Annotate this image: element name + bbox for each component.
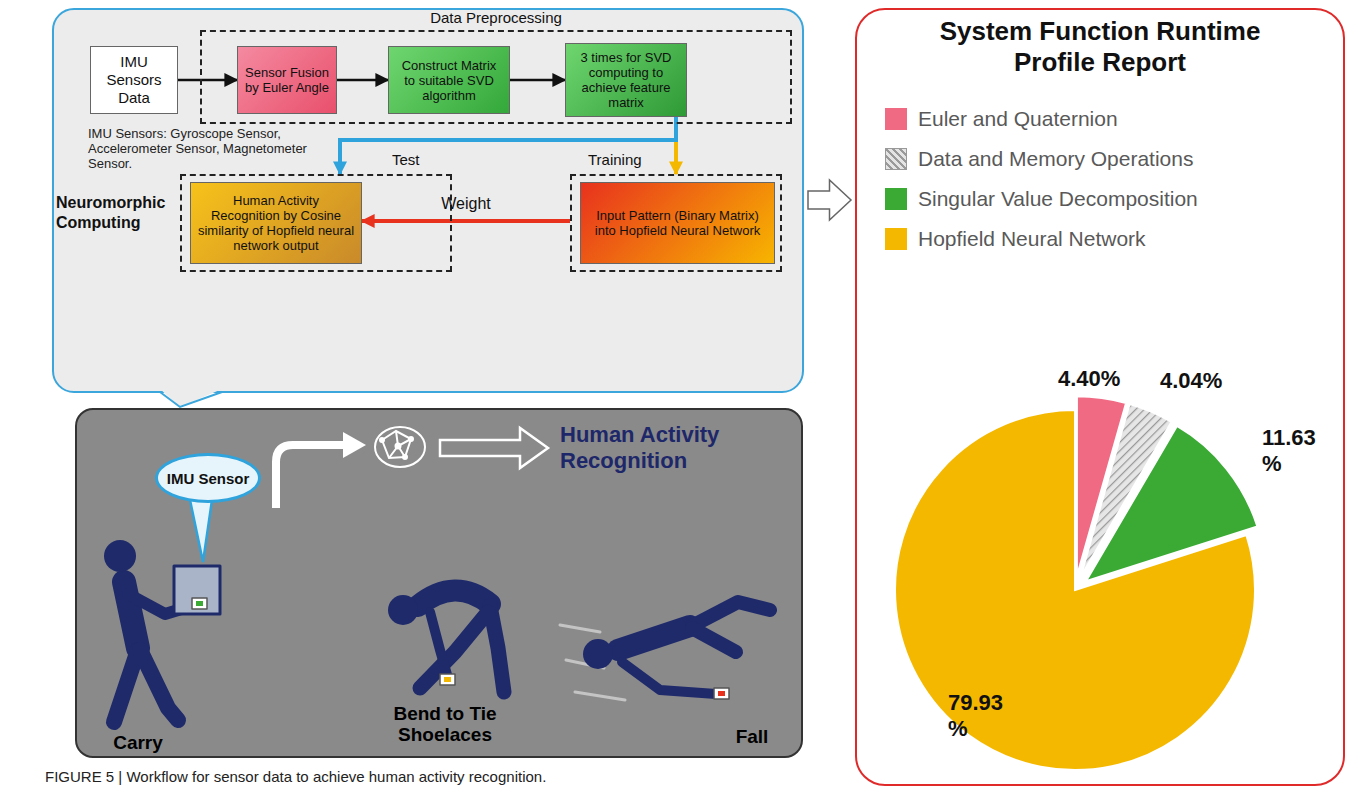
legend-text: Euler and Quaternion (918, 106, 1118, 132)
legend-swatch (885, 228, 907, 250)
node-text: Human Activity Recognition by Cosine sim… (197, 193, 355, 253)
process-box: Human Activity Recognition by Cosine sim… (190, 182, 362, 264)
sensor-list: IMU Sensors: Gyroscope Sensor, Accelerom… (88, 126, 338, 171)
bubble-tail-outline (160, 392, 222, 407)
legend-text: Singular Value Decomposition (918, 186, 1198, 212)
legend-text: Data and Memory Operations (918, 146, 1193, 172)
edge-label: Weight (441, 194, 491, 213)
activity-label: Fall (712, 726, 792, 747)
legend-swatch (885, 108, 907, 130)
node-text: System Function Runtime Profile Report (925, 16, 1275, 78)
process-box: Sensor Fusion by Euler Angle (237, 46, 337, 114)
neuromorphic-panel: Neuromorphic Computing Data Preprocessing… (52, 8, 804, 393)
preprocessing-group: Data PreprocessingSensor Fusion by Euler… (200, 30, 792, 124)
carry-head (104, 540, 136, 572)
sensor-callout: IMU Sensor (155, 453, 261, 503)
percent-label: 79.93 % (948, 690, 1018, 742)
bubble-tail (160, 389, 222, 407)
fall-head (583, 639, 613, 669)
process-box: 3 times for SVD computing to achieve fea… (565, 43, 687, 117)
node-text: Sensor Fusion by Euler Angle (244, 65, 330, 95)
node-text: IMU Sensors Data (97, 53, 171, 107)
bend-head (388, 595, 418, 625)
node-text: Input Pattern (Binary Matrix) into Hopfi… (587, 208, 768, 238)
node-text: 3 times for SVD computing to achieve fea… (572, 50, 680, 110)
node-text: Construct Matrix to suitable SVD algorit… (395, 58, 503, 103)
hollow-arrow (808, 180, 851, 220)
legend-swatch (885, 188, 907, 210)
percent-label: 4.40% (1058, 366, 1138, 392)
percent-label: 11.63 % (1262, 425, 1332, 477)
node-text: Test (392, 151, 448, 169)
process-box: Input Pattern (Binary Matrix) into Hopfi… (580, 182, 775, 264)
node-text: Neuromorphic Computing (56, 193, 178, 233)
training-group: TrainingInput Pattern (Binary Matrix) in… (570, 174, 782, 272)
pie-slice (895, 410, 1255, 770)
legend-text: Hopfield Neural Network (918, 226, 1146, 252)
activity-label: Bend to Tie Shoelaces (365, 703, 525, 745)
node-text: IMU Sensor (167, 470, 250, 487)
percent-label: 4.04% (1160, 368, 1240, 394)
test-group: TestHuman Activity Recognition by Cosine… (180, 174, 452, 272)
connector (337, 79, 388, 82)
activity-label: Carry (88, 732, 188, 753)
sensor-data-box: IMU Sensors Data (90, 46, 178, 114)
legend-swatch (885, 148, 907, 170)
node-text: Training (588, 151, 668, 169)
node-text: Human Activity Recognition (560, 422, 760, 474)
connector (178, 79, 237, 82)
figure-caption: FIGURE 5 | Workflow for sensor data to a… (45, 768, 546, 786)
connector (362, 219, 570, 223)
process-box: Construct Matrix to suitable SVD algorit… (388, 46, 510, 114)
connector (510, 79, 565, 82)
node-text: Data Preprocessing (200, 9, 792, 27)
